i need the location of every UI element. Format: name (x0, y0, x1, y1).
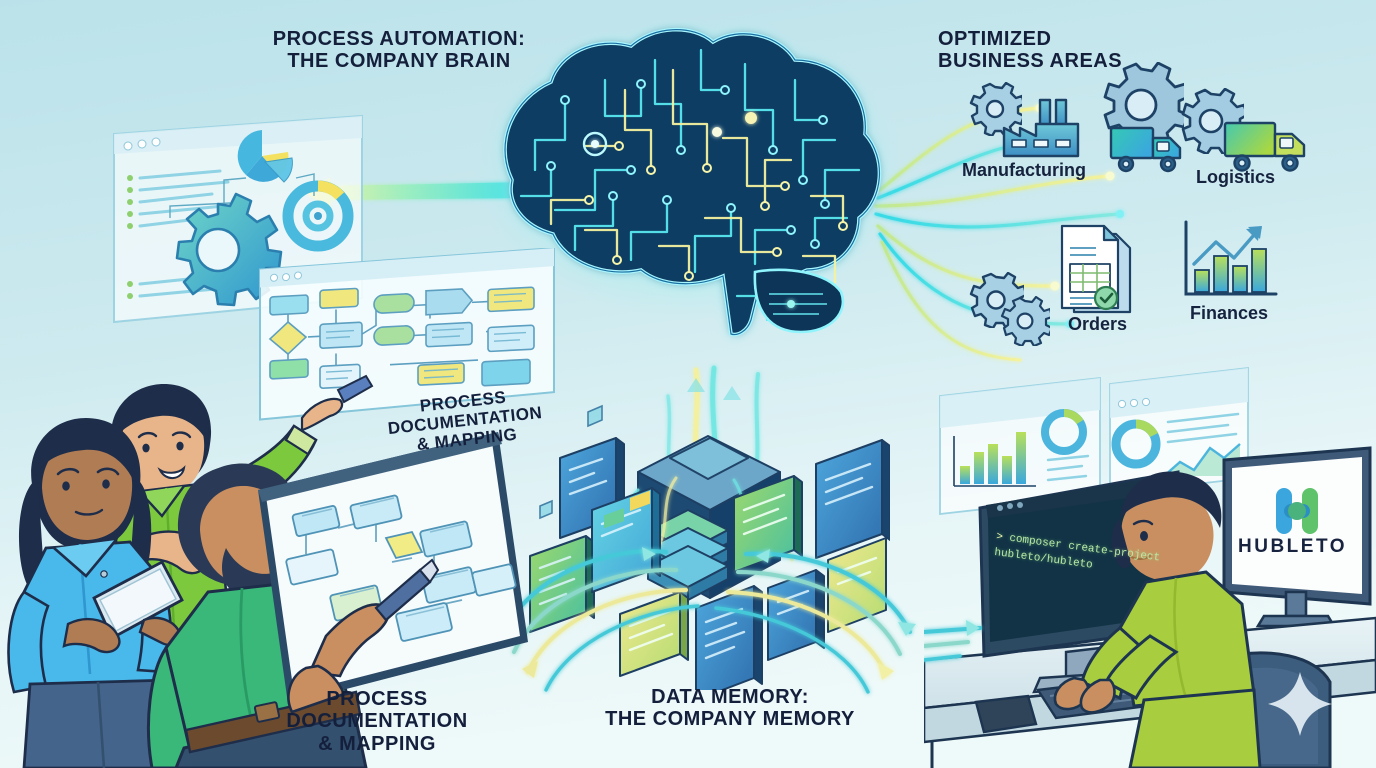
data-card (827, 537, 887, 633)
label-logistics: Logistics (1196, 167, 1276, 187)
person-man-bearded (147, 463, 474, 768)
people-group-left (7, 374, 474, 768)
circuit-brain-icon (475, 20, 905, 337)
data-card (591, 487, 661, 593)
person-developer (1053, 471, 1262, 768)
gear-icon-orders-2 (1000, 296, 1050, 346)
page-title-optimized-business-areas: Optimized Business Areas (938, 28, 1123, 73)
label-manufacturing: Manufacturing (962, 160, 1086, 180)
pie-chart-icon (237, 130, 293, 183)
data-card (733, 475, 803, 573)
dashboard-window-charts[interactable] (100, 108, 400, 338)
page-title-process-automation: Process Automation: The Company Brain (272, 28, 526, 73)
phone[interactable] (974, 694, 1038, 734)
dashboard-window-bars[interactable] (939, 376, 1101, 516)
browser-dots (1117, 397, 1151, 409)
browser-dots (123, 137, 161, 151)
bar-chart-growth-icon (1184, 220, 1278, 296)
browser-dots (270, 271, 302, 282)
hubleto-wordmark: HUBLETO (1238, 536, 1347, 557)
label-finances: Finances (1190, 303, 1269, 323)
page-title-data-memory: Data Memory: The Company Memory (605, 686, 855, 731)
page-title-process-documentation: Process Documentation & Mapping (286, 688, 468, 755)
hubleto-logo-icon (1276, 488, 1318, 534)
factory-icon (1002, 98, 1080, 158)
desk-flow-arrows (924, 620, 982, 662)
isometric-data-cube-icon (529, 365, 890, 690)
label-orders: Orders (1068, 314, 1128, 334)
sparkle-icon (1268, 672, 1332, 736)
workspace-right (924, 366, 1376, 768)
gear-icon (175, 192, 283, 307)
hand-with-stylus (287, 558, 440, 714)
data-card (815, 439, 890, 559)
tablet (92, 560, 184, 640)
terminal-prompt: > (995, 530, 1004, 544)
truck-icon-logistics (1223, 121, 1306, 172)
dashboard-window-line[interactable] (1109, 366, 1249, 496)
donut-chart-icon (282, 180, 354, 252)
terminal-window-dots (997, 502, 1023, 511)
person-woman-tablet (7, 418, 184, 768)
flowchart-window-upper[interactable] (250, 248, 570, 468)
truck-icon-center (1109, 126, 1182, 173)
gear-icon-small-manufacturing (969, 82, 1022, 136)
document-check-icon (1060, 224, 1132, 314)
monitor-hubleto[interactable] (1222, 446, 1372, 628)
flowchart-tablet[interactable] (236, 430, 536, 720)
